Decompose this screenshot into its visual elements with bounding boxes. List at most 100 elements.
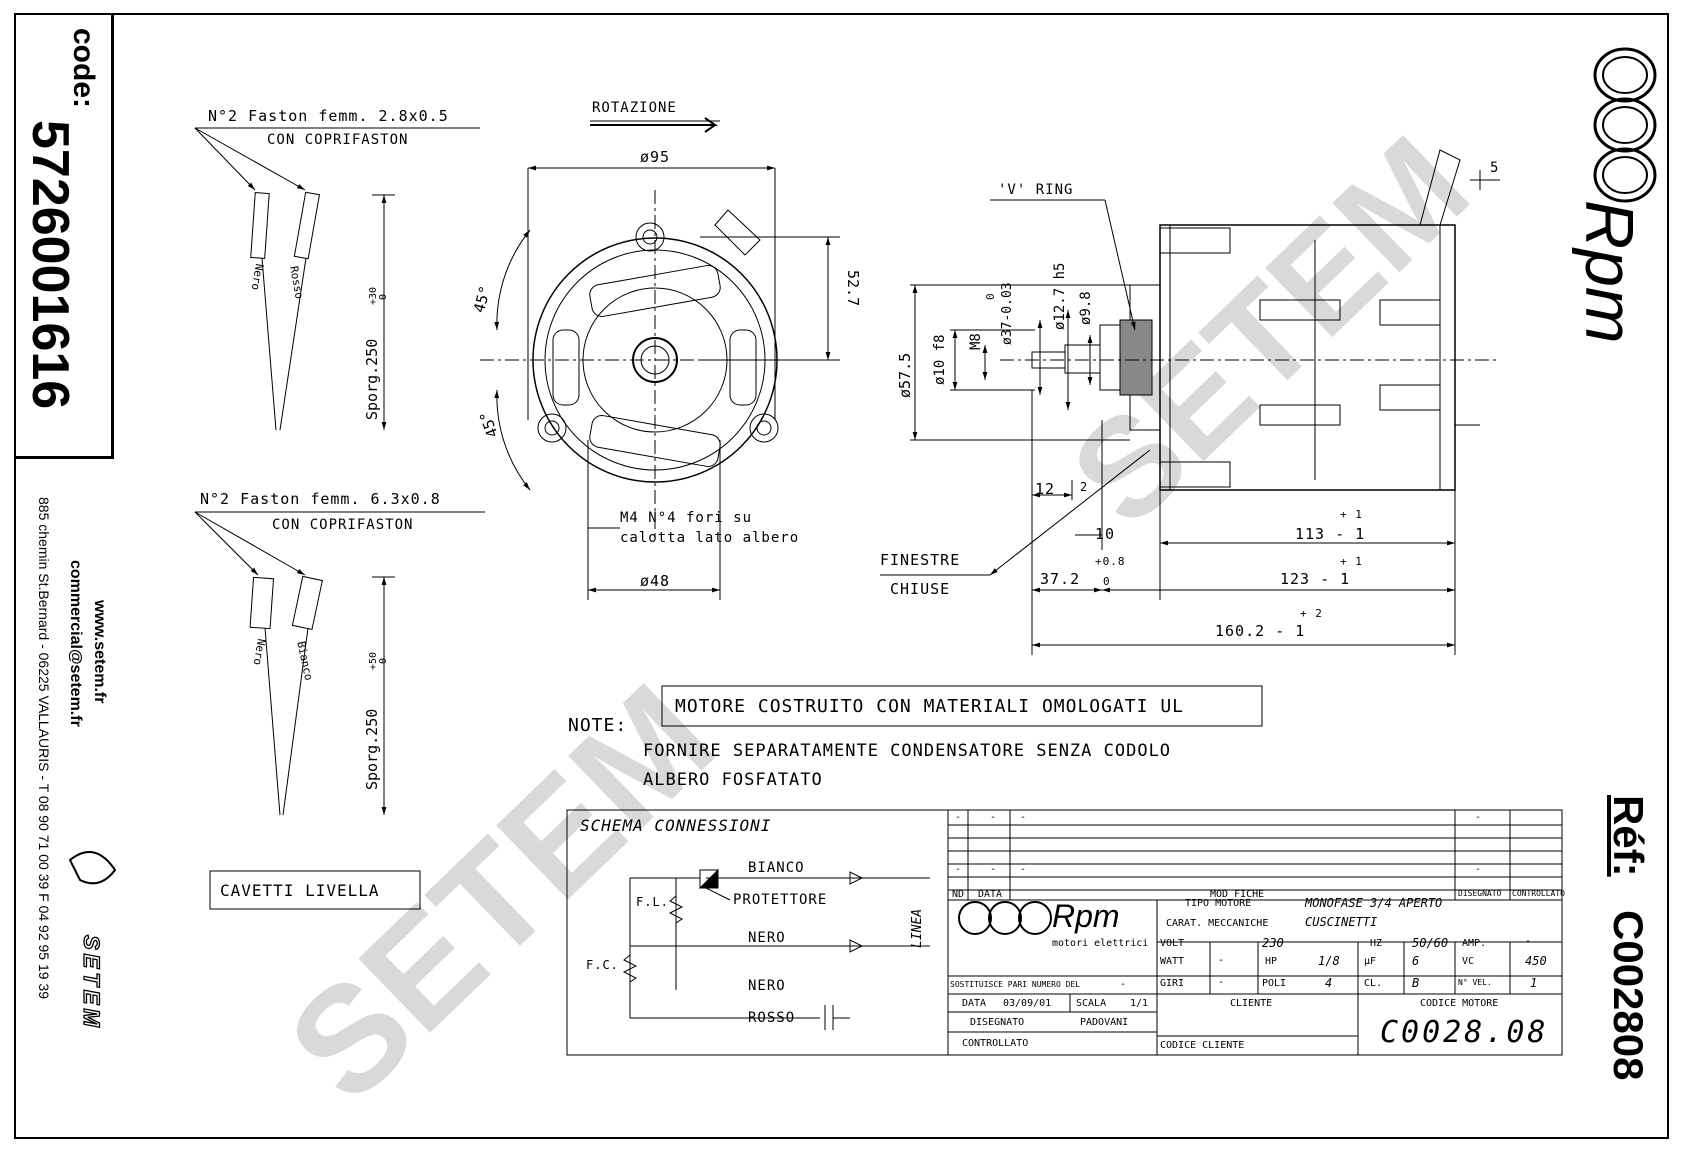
tb-cl-label: CL. <box>1364 978 1383 989</box>
dim-dia-48: ø48 <box>640 572 671 590</box>
dim-37-2: 37.2 <box>1040 570 1081 588</box>
tb-sostituisce-value: - <box>1120 979 1127 990</box>
dim-dia-95: ø95 <box>640 148 671 166</box>
dim-37-2-tol-minus: 0 <box>1103 575 1111 588</box>
dim-dia-12-7: ø12.7 h5 <box>1052 262 1068 330</box>
schema-fc: F.C. <box>586 958 619 972</box>
dim-dia-37-tol: 0 <box>984 293 997 300</box>
notes-line2: ALBERO FOSFATATO <box>643 770 823 790</box>
faston-top-tol-minus: 0 <box>378 293 389 300</box>
tb-giri-value: - <box>1218 977 1225 988</box>
dim-160-2-tol: + 2 <box>1300 607 1323 620</box>
tb-volt-value: 230 <box>1262 936 1284 950</box>
finestre-label-1: FINESTRE <box>880 551 961 569</box>
tb-hz-value: 50/60 <box>1412 936 1449 950</box>
front-view-drawing <box>480 117 840 600</box>
schema-nero-1: NERO <box>748 930 786 946</box>
tb-vc-value: 450 <box>1525 954 1547 968</box>
title-block-coil-icon <box>958 901 1052 935</box>
tb-nvel-value: 1 <box>1530 976 1538 990</box>
holes-note-1: M4 N°4 fori su <box>620 510 753 526</box>
tb-hz-label: HZ <box>1370 938 1383 949</box>
schema-nero-2: NERO <box>748 978 786 994</box>
tb-controllato-label: CONTROLLATO <box>962 1038 1029 1049</box>
faston-bottom-title: N°2 Faston femm. 6.3x0.8 <box>200 490 441 508</box>
holes-note-2: calotta lato albero <box>620 530 800 546</box>
tb-scala-label: SCALA <box>1076 998 1107 1009</box>
tb-amp-value: - <box>1525 936 1532 947</box>
tb-logo-name: Rpm <box>1052 898 1120 934</box>
cavetti-label: CAVETTI LIVELLA <box>220 881 380 900</box>
tb-poli-value: 4 <box>1325 976 1333 990</box>
dim-37-2-tol-plus: +0.8 <box>1095 555 1126 568</box>
tb-logo-subtitle: motori elettrici <box>1052 938 1149 949</box>
faston-top-drawing <box>194 127 480 431</box>
faston-bottom-tol-minus: 0 <box>378 657 389 664</box>
dim-2: 2 <box>1080 480 1089 494</box>
v-ring-label: 'V' RING <box>998 182 1074 198</box>
tb-watt-label: WATT <box>1160 956 1185 967</box>
dim-dia-9-8: ø9.8 <box>1078 291 1094 325</box>
tb-uf-label: µF <box>1364 956 1377 967</box>
tb-cliente-label: CLIENTE <box>1230 998 1273 1009</box>
tb-mod-fiche: MOD FICHE <box>1210 889 1265 900</box>
tb-data-label: DATA <box>962 998 987 1009</box>
dim-12: 12 <box>1035 480 1056 498</box>
schema-title: SCHEMA CONNESSIONI <box>580 816 772 835</box>
dim-m8: M8 <box>968 333 984 350</box>
schema-title-outer <box>566 809 1563 1056</box>
faston-top-subtitle: CON COPRIFASTON <box>267 132 409 148</box>
schema-fl: F.L. <box>636 895 669 909</box>
tb-giri-label: GIRI <box>1160 978 1185 989</box>
tb-sostituisce: SOSTITUISCE PARI NUMERO DEL <box>950 980 1081 989</box>
notes-box <box>661 685 1263 727</box>
schema-linea: LINEA <box>910 908 925 948</box>
tb-nvel-label: N° VEL. <box>1458 978 1492 987</box>
tb-disegnato-label: DISEGNATO <box>970 1017 1025 1028</box>
tb-codice-motore-label: CODICE MOTORE <box>1420 998 1499 1009</box>
tb-hp-label: HP <box>1265 956 1278 967</box>
tb-amp-label: AMP. <box>1462 938 1487 949</box>
tb-volt-label: VOLT <box>1160 938 1185 949</box>
tb-dash-row: - <box>955 812 962 823</box>
wiring-schema <box>622 868 930 1030</box>
cavetti-box <box>209 870 421 910</box>
tb-carat-label: CARAT. MECCANICHE <box>1166 918 1269 929</box>
tb-carat-value: CUSCINETTI <box>1305 915 1378 929</box>
tb-hp-value: 1/8 <box>1318 954 1340 968</box>
tb-data-value: 03/09/01 <box>1003 998 1052 1009</box>
code-box <box>14 13 114 459</box>
tb-col-disegnato: DISEGNATO <box>1458 889 1502 898</box>
finestre-label-2: CHIUSE <box>890 580 951 598</box>
tb-dash-row: - <box>1020 864 1027 875</box>
tb-poli-label: POLI <box>1262 978 1287 989</box>
coil-logo-icon <box>1593 47 1657 203</box>
tb-dash-row: - <box>990 864 997 875</box>
tb-watt-value: - <box>1218 955 1225 966</box>
side-view-drawing <box>880 149 1500 655</box>
faston-bottom-drawing <box>194 511 485 816</box>
tb-col-nd: ND <box>952 889 965 900</box>
faston-top-length: Sporg.250 <box>363 338 381 420</box>
tb-disegnato-value: PADOVANI <box>1080 1017 1129 1028</box>
dim-113-tol: + 1 <box>1340 508 1363 521</box>
rotation-label: ROTAZIONE <box>592 100 677 116</box>
schema-rosso: ROSSO <box>748 1010 796 1026</box>
tb-tipo-motore-label: TIPO MOTORE <box>1185 898 1252 909</box>
tb-scala-value: 1/1 <box>1130 998 1149 1009</box>
tb-vc-label: VC <box>1462 956 1475 967</box>
dim-10: 10 <box>1095 525 1116 543</box>
tb-cl-value: B <box>1412 976 1420 990</box>
dim-5: 5 <box>1490 160 1500 176</box>
dim-123: 123 - 1 <box>1280 570 1351 588</box>
dim-dia-57-5: ø57.5 <box>896 352 914 398</box>
tb-uf-value: 6 <box>1412 954 1420 968</box>
dim-52-7: 52.7 <box>844 270 862 307</box>
dim-123-tol: + 1 <box>1340 555 1363 568</box>
notes-label: NOTE: <box>568 715 628 736</box>
drawing-frame <box>14 13 1669 1139</box>
faston-top-title: N°2 Faston femm. 2.8x0.5 <box>208 107 449 125</box>
setem-bird-icon <box>68 851 117 885</box>
tb-dash-row: - <box>955 864 962 875</box>
schema-bianco: BIANCO <box>748 860 805 876</box>
